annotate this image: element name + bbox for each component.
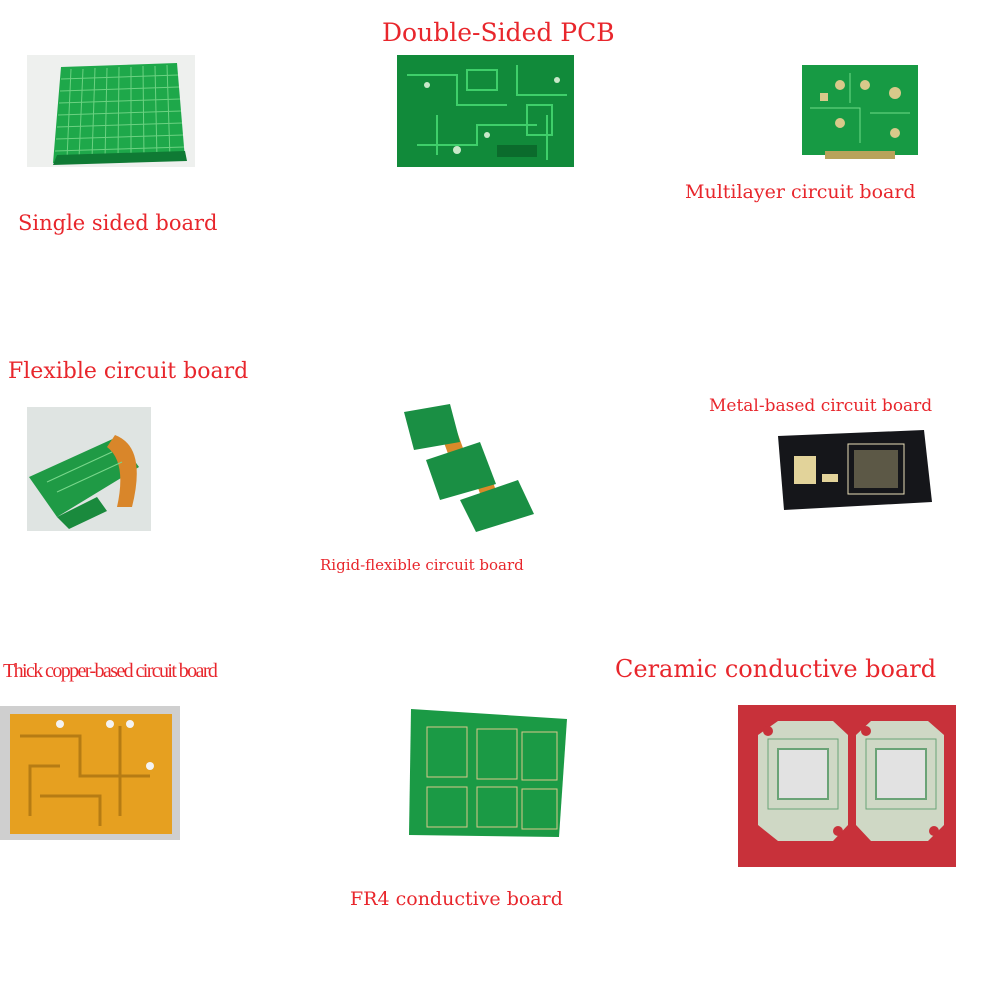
fr4-board-label: FR4 conductive board bbox=[350, 888, 563, 910]
ceramic-board-photo bbox=[738, 705, 956, 867]
thick-copper-board-photo bbox=[0, 706, 180, 840]
flexible-board-label: Flexible circuit board bbox=[8, 359, 249, 384]
metal-based-board-label: Metal-based circuit board bbox=[709, 396, 933, 416]
thick-copper-board-label: Thick copper-based circuit board bbox=[3, 660, 218, 682]
single-sided-board-label: Single sided board bbox=[18, 211, 218, 235]
double-sided-pcb-photo bbox=[397, 55, 574, 167]
double-sided-pcb-label: Double-Sided PCB bbox=[382, 18, 615, 47]
ceramic-board-label: Ceramic conductive board bbox=[615, 655, 937, 683]
multilayer-board-label: Multilayer circuit board bbox=[685, 181, 916, 203]
rigid-flexible-board-label: Rigid-flexible circuit board bbox=[320, 556, 524, 574]
flexible-board-photo bbox=[27, 407, 151, 531]
fr4-board-photo bbox=[407, 707, 569, 839]
rigid-flexible-board-photo bbox=[400, 402, 542, 534]
single-sided-board-photo bbox=[27, 55, 195, 167]
metal-based-board-photo bbox=[778, 430, 932, 510]
multilayer-board-photo bbox=[800, 63, 920, 169]
